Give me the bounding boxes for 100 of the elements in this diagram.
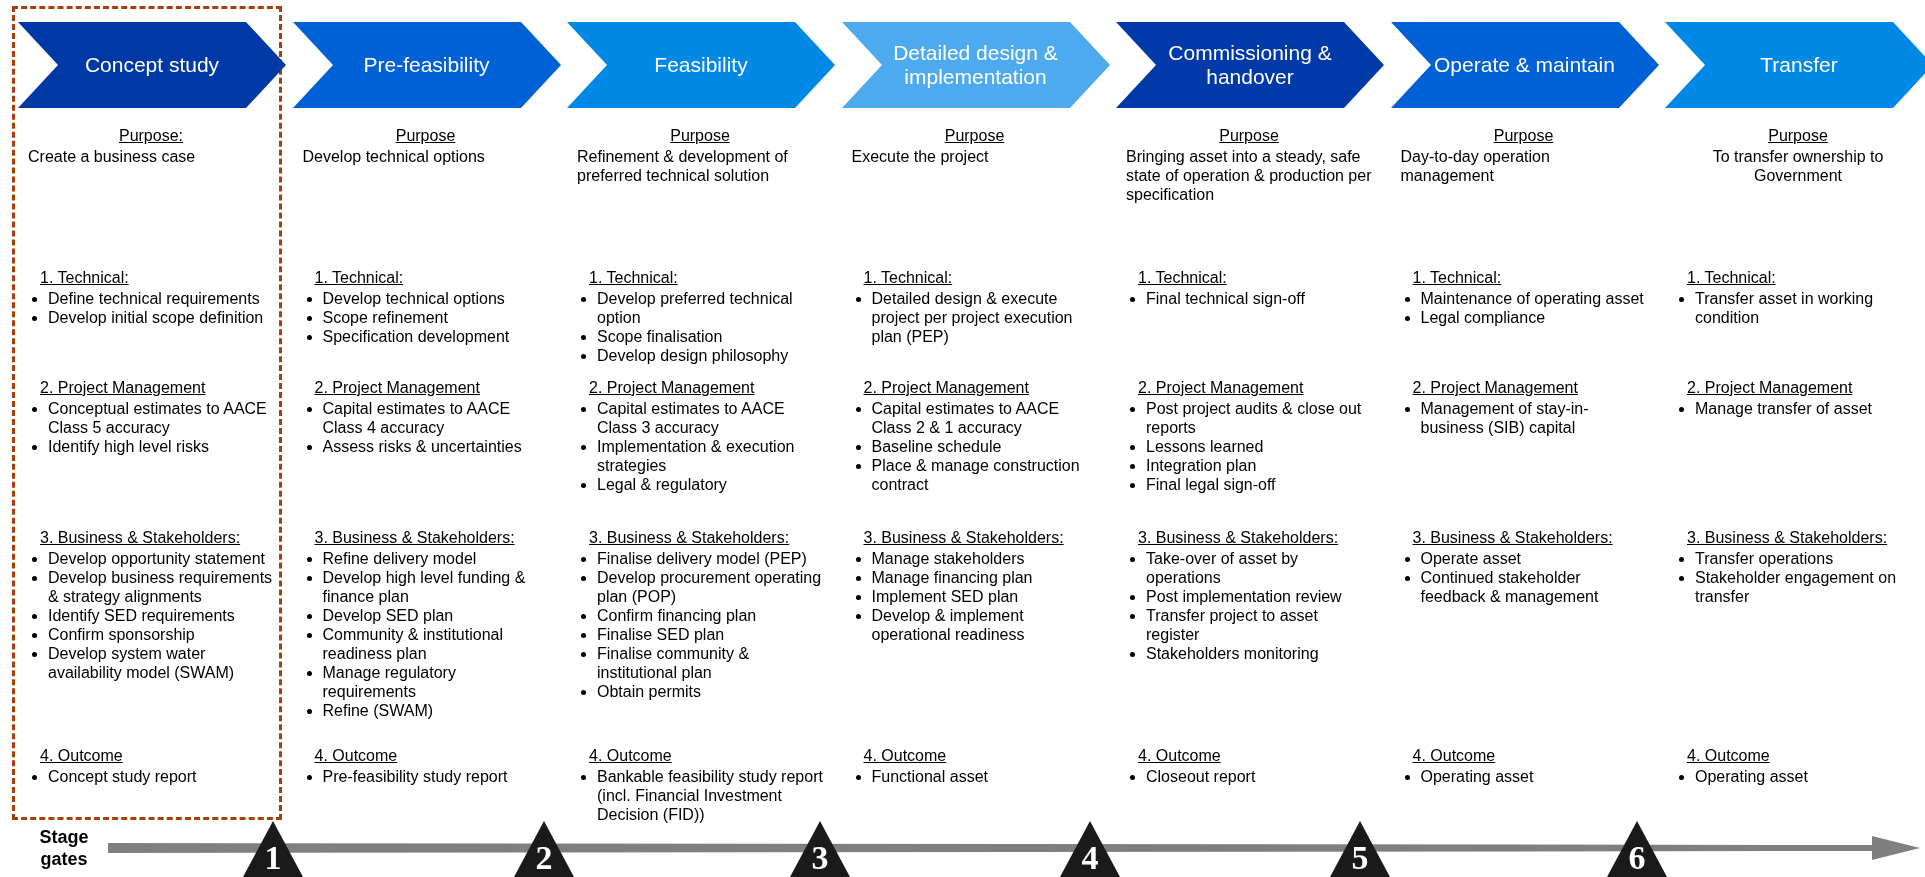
process-stage-banner [1390, 22, 1659, 108]
list-item: Bankable feasibility study report (incl. Financial Investment Decision (FID)) [597, 767, 823, 824]
list-item: Community & institutional readiness plan [322, 625, 504, 663]
section-heading: Purpose: [117, 126, 184, 145]
section-heading: 2. Project Management [1686, 378, 1854, 397]
list-item: Specification development [322, 327, 511, 346]
list-item: Implementation & execution strategies [597, 437, 796, 475]
gate-number: 3 [811, 839, 829, 877]
list-item: Confirm sponsorship [48, 625, 196, 644]
list-item: Stakeholders monitoring [1146, 644, 1320, 663]
purpose-text: Day-to-day operation management [1400, 147, 1551, 185]
list-item: Develop initial scope definition [48, 308, 265, 327]
list-item: Detailed design & execute project per project execution plan (PEP) [871, 289, 1074, 346]
gate-number: 1 [264, 839, 282, 877]
section-heading: 3. Business & Stakeholders: [1411, 528, 1614, 547]
section-heading: 4. Outcome [313, 746, 399, 765]
gate-number: 2 [535, 839, 553, 877]
section-heading: 3. Business & Stakeholders: [313, 528, 516, 547]
list-item: Develop technical options [322, 289, 506, 308]
section-heading: 1. Technical: [1411, 268, 1503, 287]
list-item: Refine delivery model [322, 549, 478, 568]
section-heading: Purpose [1218, 126, 1280, 145]
section-heading: 4. Outcome [1686, 746, 1771, 765]
list-item: Operating asset [1695, 767, 1809, 786]
section-heading: 4. Outcome [1411, 746, 1497, 765]
list-item: Legal compliance [1420, 308, 1547, 327]
list-item: Final legal sign-off [1146, 475, 1277, 494]
list-item: Capital estimates to AACE Class 3 accuracy [597, 399, 786, 437]
list-item: Finalise SED plan [597, 625, 726, 644]
process-stage-banner [292, 22, 561, 108]
section-heading: 2. Project Management [1411, 378, 1579, 397]
list-item: Transfer asset in working condition [1695, 289, 1875, 327]
section-heading: 4. Outcome [1137, 746, 1222, 765]
section-heading: 1. Technical: [588, 268, 679, 287]
section-heading: 3. Business & Stakeholders: [39, 528, 242, 547]
gate-number: 4 [1081, 839, 1099, 877]
list-item: Pre-feasibility study report [322, 767, 509, 786]
list-item: Lessons learned [1146, 437, 1265, 456]
gate-triangle [243, 821, 303, 877]
section-heading: Purpose [1492, 126, 1555, 145]
list-item: Closeout report [1146, 767, 1257, 786]
purpose-text: Develop technical options [302, 147, 486, 166]
list-item: Develop & implement operational readiness [871, 606, 1026, 644]
list-item: Capital estimates to AACE Class 4 accuracy [322, 399, 512, 437]
list-item: Identify high level risks [48, 437, 210, 456]
process-stage-banner [1665, 22, 1925, 108]
list-item: Develop system water availability model (SWAM) [48, 644, 236, 682]
section-heading: 2. Project Management [1137, 378, 1305, 397]
list-item: Develop procurement operating plan (POP) [597, 568, 823, 606]
list-item: Confirm financing plan [597, 606, 758, 625]
list-item: Conceptual estimates to AACE Class 5 accuracy [48, 399, 268, 437]
list-item: Legal & regulatory [597, 475, 728, 494]
list-item: Develop design philosophy [597, 346, 790, 365]
list-item: Assess risks & uncertainties [322, 437, 523, 456]
section-heading: 2. Project Management [39, 378, 207, 397]
list-item: Develop opportunity statement [48, 549, 266, 568]
list-item: Operate asset [1420, 549, 1522, 568]
list-item: Obtain permits [597, 682, 703, 701]
purpose-text: Refinement & development of preferred technical solution [577, 147, 789, 185]
list-item: Post project audits & close out reports [1146, 399, 1363, 437]
section-heading: 2. Project Management [313, 378, 481, 397]
list-item: Post implementation review [1146, 587, 1343, 606]
section-heading: 3. Business & Stakeholders: [588, 528, 791, 547]
list-item: Transfer project to asset register [1146, 606, 1319, 644]
section-heading: 1. Technical: [1137, 268, 1228, 287]
section-heading: Purpose [394, 126, 457, 145]
stage-title: Transfer [1759, 53, 1839, 77]
list-item: Continued stakeholder feedback & management [1420, 568, 1600, 606]
list-item: Management of stay-in-business (SIB) capital [1420, 399, 1590, 437]
section-heading: 1. Technical: [313, 268, 405, 287]
section-heading: Purpose [669, 126, 731, 145]
list-item: Identify SED requirements [48, 606, 236, 625]
process-stage-banner [841, 22, 1110, 108]
process-stage-banner [18, 22, 286, 108]
list-item: Finalise delivery model (PEP) [597, 549, 808, 568]
list-item: Implement SED plan [871, 587, 1020, 606]
list-item: Develop high level funding & finance plan [322, 568, 527, 606]
list-item: Scope refinement [322, 308, 449, 327]
list-item: Scope finalisation [597, 327, 724, 346]
list-item: Develop business requirements & strategy alignments [48, 568, 274, 606]
section-heading: 3. Business & Stakeholders: [862, 528, 1065, 547]
list-item: Concept study report [48, 767, 198, 786]
gate-triangle [790, 821, 850, 877]
list-item: Functional asset [871, 767, 989, 786]
list-item: Stakeholder engagement on transfer [1695, 568, 1898, 606]
section-heading: 4. Outcome [862, 746, 948, 765]
list-item: Manage regulatory requirements [322, 663, 457, 701]
axis-label: Stage gates [38, 826, 90, 870]
gate-triangle [1060, 821, 1120, 877]
section-heading: 1. Technical: [39, 268, 130, 287]
list-item: Finalise community & institutional plan [597, 644, 751, 682]
purpose-text: Bringing asset into a steady, safe state of operation & production per specification [1126, 147, 1372, 204]
section-heading: 2. Project Management [588, 378, 756, 397]
list-item: Baseline schedule [871, 437, 1003, 456]
section-heading: Purpose [943, 126, 1006, 145]
list-item: Refine (SWAM) [322, 701, 435, 720]
purpose-text: Create a business case [28, 147, 197, 166]
section-heading: 3. Business & Stakeholders: [1137, 528, 1340, 547]
purpose-text: To transfer ownership to Government [1711, 147, 1885, 185]
gate-triangle [514, 821, 574, 877]
